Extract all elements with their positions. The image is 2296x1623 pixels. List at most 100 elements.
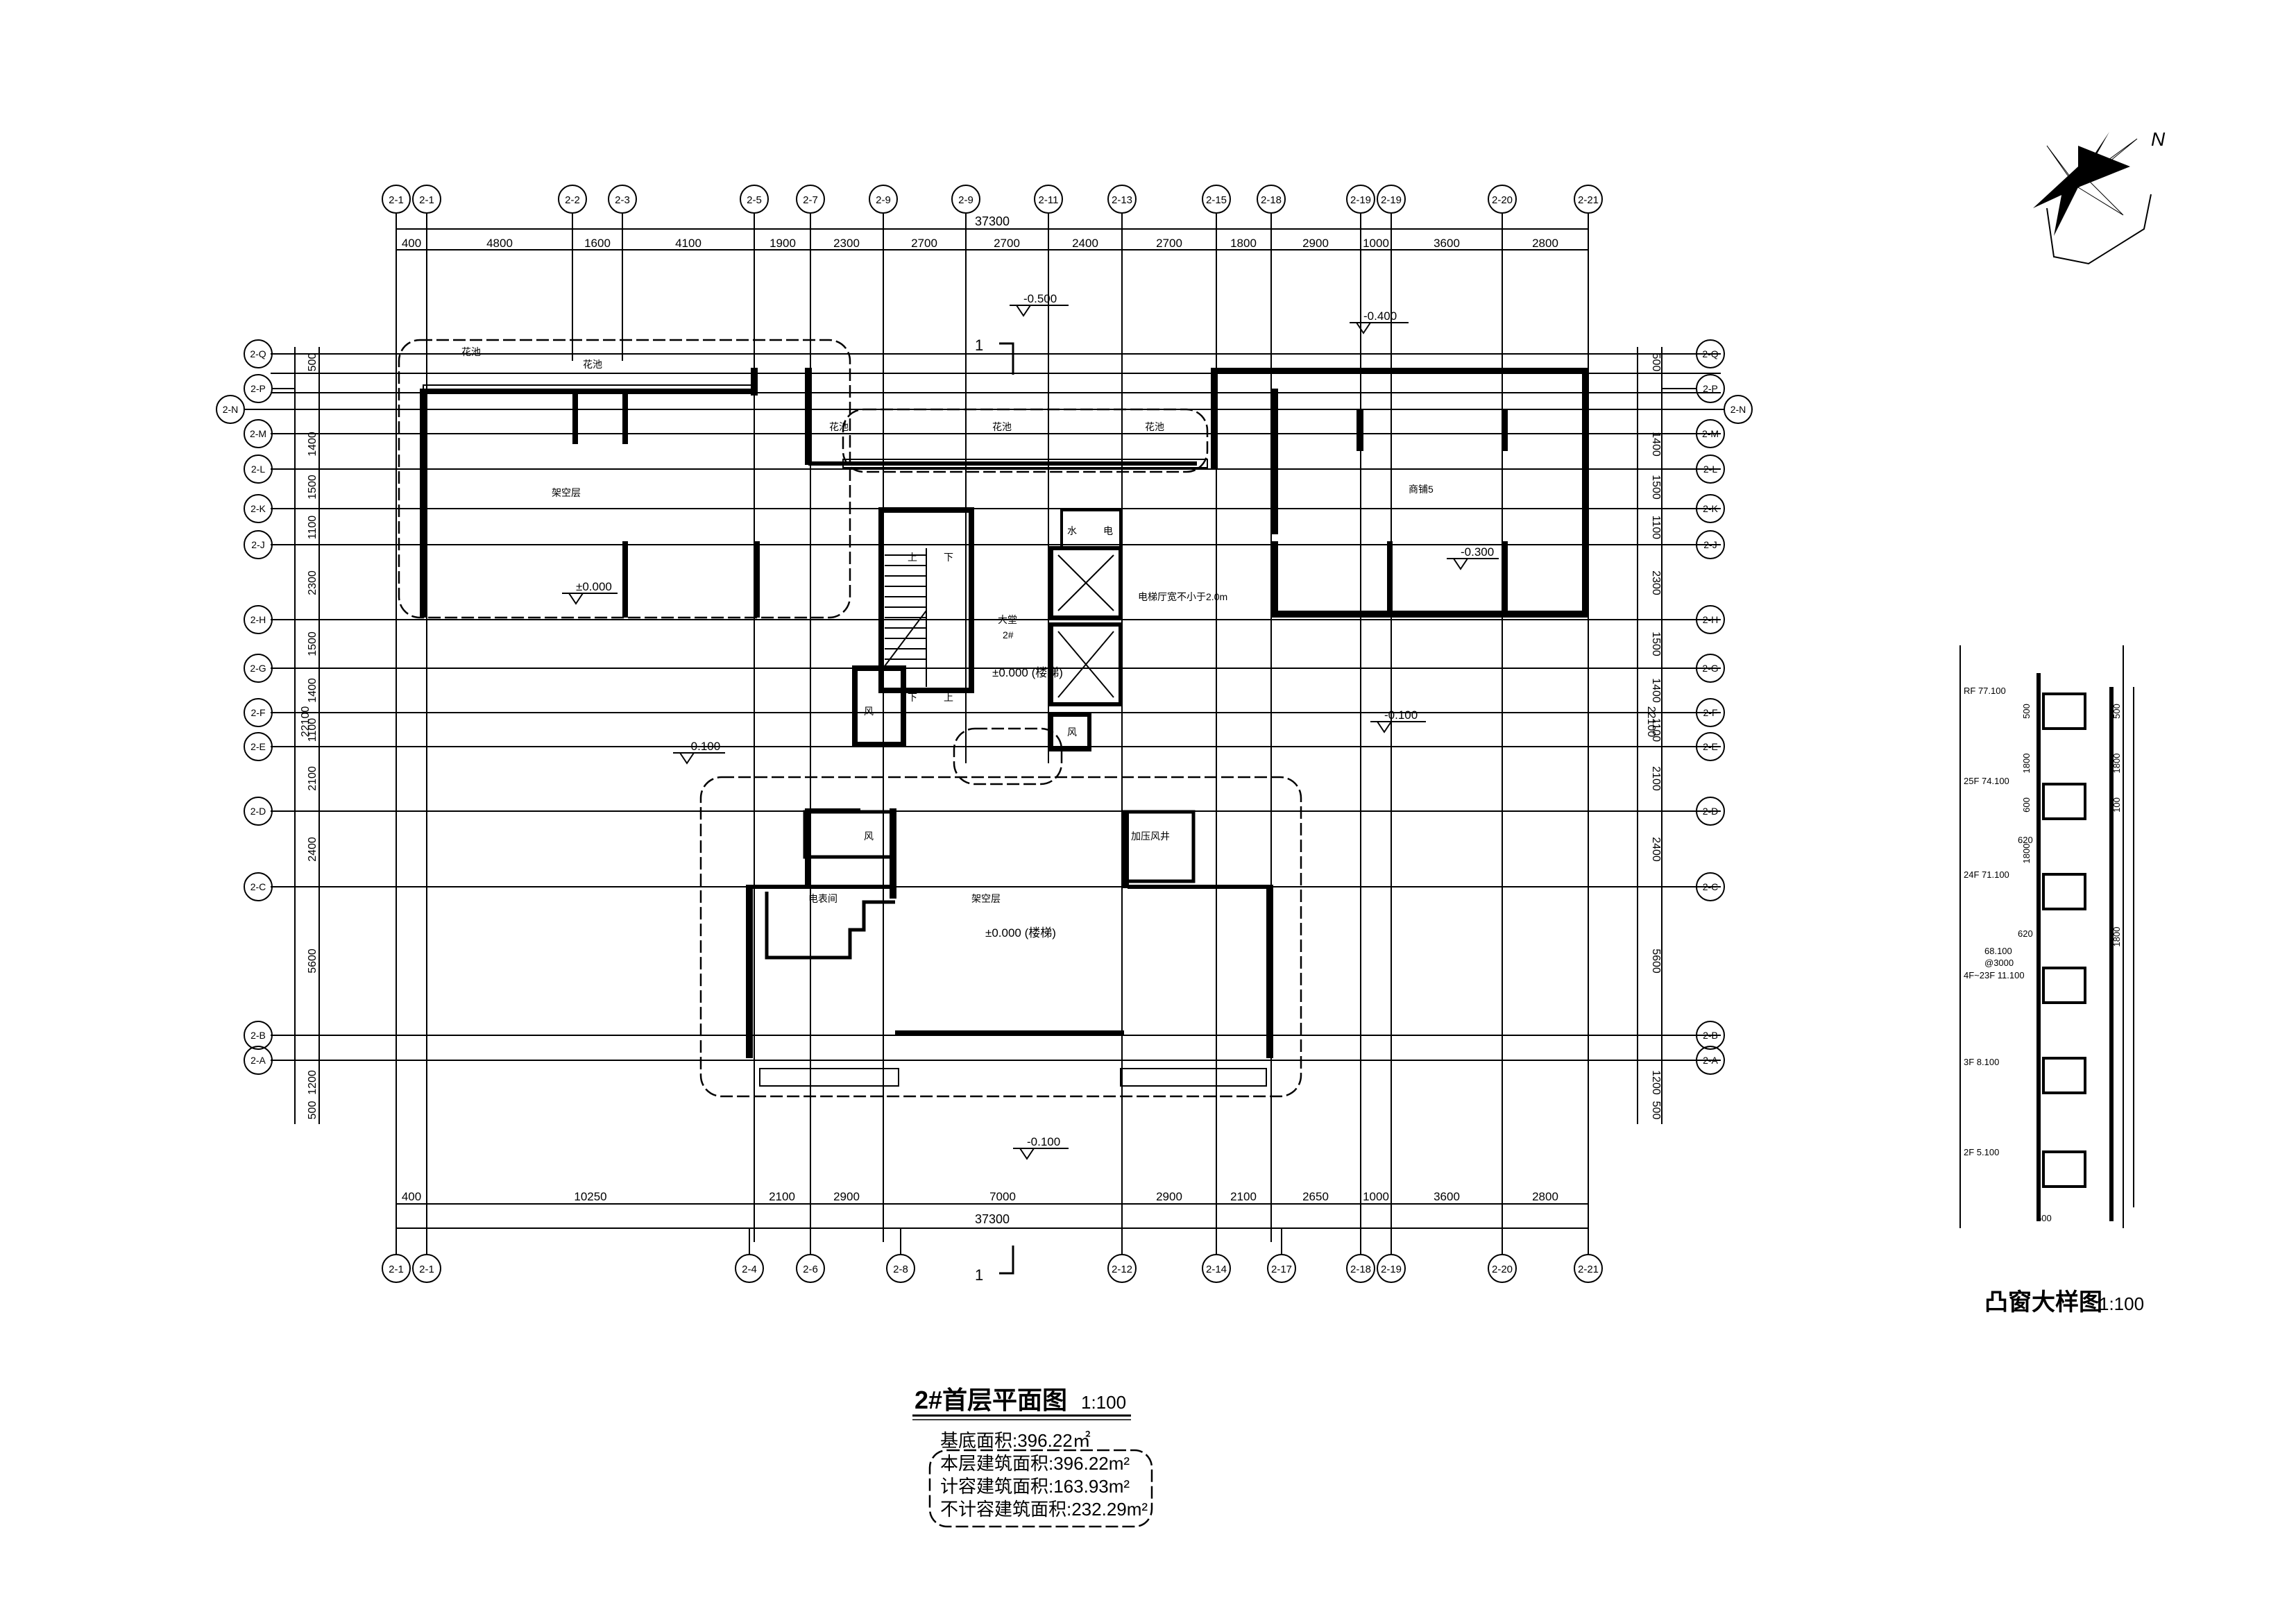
axis-label-bottom: 2-14 xyxy=(1206,1264,1227,1275)
room-label-water: 水 xyxy=(1067,525,1077,536)
dim-bottom-seg: 1000 xyxy=(1363,1190,1389,1203)
axis-label-left: 2-G xyxy=(250,663,266,674)
dim-right-total: 22100 xyxy=(1645,706,1657,738)
axis-label-top: 2-18 xyxy=(1261,194,1282,206)
axis-label-left: 2-K xyxy=(250,503,266,514)
walls-shop xyxy=(1211,368,1589,618)
bay-level-label: 25F 74.100 xyxy=(1964,776,2009,786)
axis-label-right: 2-C xyxy=(1703,881,1719,892)
axis-label-left: 2-E xyxy=(250,741,266,752)
dim-right-seg: 1500 xyxy=(1650,475,1662,500)
axis-label-left: 2-H xyxy=(250,614,266,625)
bay-dim: 1800 xyxy=(2111,927,2122,947)
dim-top-seg: 1000 xyxy=(1363,237,1389,250)
axis-label-right: 2-B xyxy=(1703,1030,1718,1041)
room-label-lobby-no: 2# xyxy=(1003,629,1014,640)
axis-label-right: 2-G xyxy=(1702,663,1718,674)
dim-left-seg: 1400 xyxy=(307,432,318,457)
axis-label-left: 2-P xyxy=(250,383,266,394)
bay-window-detail: RF 77.100 25F 74.100 24F 71.100 68.100 @… xyxy=(1959,645,2144,1316)
axis-label-bottom: 2-12 xyxy=(1112,1264,1132,1275)
section-mark-bottom: 1 xyxy=(975,1266,983,1284)
axis-label-top: 2-20 xyxy=(1492,194,1513,206)
dim-right-seg: 2100 xyxy=(1650,766,1662,791)
dim-left-seg: 1100 xyxy=(307,718,318,742)
dim-left-seg: 2100 xyxy=(307,766,318,791)
dim-top-seg: 400 xyxy=(402,237,421,250)
area-line: 不计容建筑面积:232.29m² xyxy=(940,1499,1148,1520)
elevation-label: ±0.000 xyxy=(576,580,612,593)
room-label-flower: 花池 xyxy=(829,421,849,432)
axis-label-top: 2-13 xyxy=(1112,194,1132,206)
bay-dim: 600 xyxy=(2036,1213,2052,1223)
dim-left-seg: 500 xyxy=(307,1101,318,1120)
dim-left-seg: 500 xyxy=(307,353,318,372)
revision-cloud xyxy=(398,339,1302,1098)
bay-window-title: 凸窗大样图 xyxy=(1984,1289,2102,1316)
bay-level-label: 2F 5.100 xyxy=(1964,1147,1999,1157)
room-label-down: 下 xyxy=(944,552,953,563)
dim-top-seg: 2700 xyxy=(1156,237,1182,250)
plan-title-block: 2#首层平面图 1:100 基底面积:396.22㎡ 本层建筑面积:396.22… xyxy=(912,1386,1153,1528)
dim-left-seg: 1200 xyxy=(307,1070,318,1095)
plan-scale: 1:100 xyxy=(1081,1392,1126,1413)
axis-label-top: 2-7 xyxy=(803,194,818,206)
dim-bottom-seg: 2100 xyxy=(769,1190,795,1203)
room-label-flower: 花池 xyxy=(992,421,1012,432)
dim-right-seg: 1100 xyxy=(1650,718,1662,742)
room-label-void-south: 架空层 xyxy=(971,893,1001,904)
axis-label-left: 2-L xyxy=(251,464,265,475)
room-label-flower: 花池 xyxy=(583,359,602,370)
dim-top-seg: 2300 xyxy=(833,237,860,250)
elevation-label: -0.400 xyxy=(1363,309,1397,323)
dim-right-seg: 1400 xyxy=(1650,678,1662,703)
axis-label-top: 2-15 xyxy=(1206,194,1227,206)
dim-bottom-seg: 3600 xyxy=(1434,1190,1460,1203)
dim-top-seg: 2400 xyxy=(1072,237,1098,250)
room-label-flower: 花池 xyxy=(461,346,481,357)
dim-top-seg: 4100 xyxy=(675,237,701,250)
dim-top-total: 37300 xyxy=(975,214,1010,228)
axis-label-bottom: 2-20 xyxy=(1492,1264,1513,1275)
axis-label-left: 2-B xyxy=(250,1030,266,1041)
dim-bottom-seg: 7000 xyxy=(989,1190,1016,1203)
axis-label-right: 2-H xyxy=(1703,614,1719,625)
room-label-shop: 商铺5 xyxy=(1409,484,1434,495)
dim-left-seg: 1500 xyxy=(307,475,318,500)
bay-dim: 600 xyxy=(2021,797,2032,813)
dim-bottom-total: 37300 xyxy=(975,1212,1010,1226)
axis-label-left: 2-J xyxy=(251,539,264,550)
dim-top-seg: 1600 xyxy=(584,237,611,250)
axis-label-top: 2-9 xyxy=(958,194,973,206)
dim-left-seg: 2400 xyxy=(307,837,318,862)
elevation-label: -0.100 xyxy=(1027,1135,1060,1148)
axis-label-right: 2-E xyxy=(1703,741,1718,752)
axis-label-left: 2-Q xyxy=(250,348,266,359)
north-label: N xyxy=(2151,128,2166,150)
elevation-label: -0.500 xyxy=(1023,292,1057,305)
dim-bottom-seg: 10250 xyxy=(574,1190,606,1203)
axis-label-top: 2-2 xyxy=(565,194,580,206)
walls-left-block xyxy=(420,368,1197,618)
axis-label-left: 2-F xyxy=(251,707,266,718)
axis-label-right: 2-F xyxy=(1703,707,1718,718)
dim-top-seg: 2700 xyxy=(911,237,937,250)
dim-bottom-seg: 2800 xyxy=(1532,1190,1558,1203)
dim-top-seg: 2900 xyxy=(1302,237,1329,250)
elevation-label: -0.100 xyxy=(687,740,720,753)
dim-right-seg: 2300 xyxy=(1650,570,1662,595)
area-line: 基底面积:396.22㎡ xyxy=(940,1430,1091,1451)
dim-top-seg: 2800 xyxy=(1532,237,1558,250)
axis-label-top: 2-19 xyxy=(1350,194,1371,206)
flower-planters xyxy=(423,384,1267,1087)
bay-level-label: 68.100 xyxy=(1984,946,2012,956)
axis-label-top: 2-3 xyxy=(615,194,630,206)
axis-label-bottom: 2-18 xyxy=(1350,1264,1371,1275)
dim-right-seg: 2400 xyxy=(1650,837,1662,862)
dim-bottom-seg: 2900 xyxy=(833,1190,860,1203)
room-label-down: 下 xyxy=(908,692,917,703)
dim-right-seg: 1400 xyxy=(1650,432,1662,457)
core-stair xyxy=(852,507,974,747)
south-service-rooms xyxy=(765,810,1196,960)
